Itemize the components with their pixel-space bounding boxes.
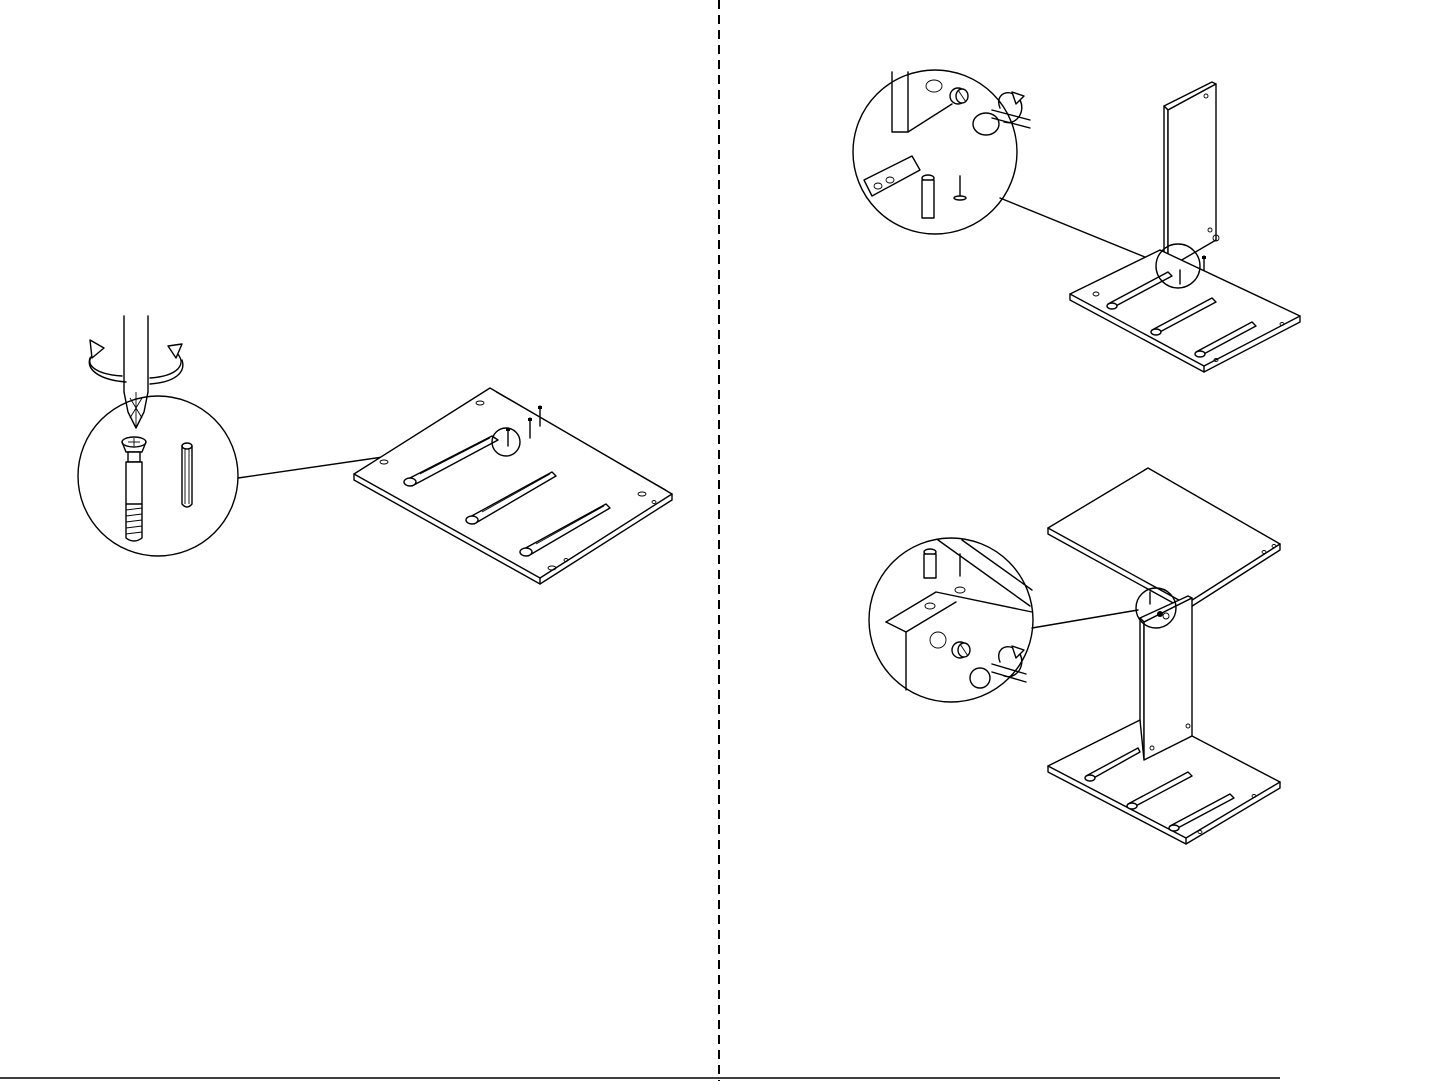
rotate-arrow-icon	[89, 340, 183, 384]
top-panel	[1048, 468, 1280, 610]
screwdriver-icon	[124, 316, 148, 428]
screw-icon	[954, 176, 966, 200]
bottom-panel	[354, 388, 672, 584]
step-attach-top-panel	[869, 468, 1280, 844]
side-panel-upright	[1140, 596, 1192, 762]
cam-bolt-icon	[122, 437, 146, 541]
detail-magnifier-circle	[853, 70, 1017, 234]
step-insert-cam-bolts	[78, 316, 672, 584]
cam-lock-icon	[930, 632, 990, 688]
detail-magnifier-circle	[78, 396, 238, 556]
cam-bolt-icon	[924, 549, 960, 578]
cam-bolt-icon	[922, 175, 934, 218]
detail-leader-line	[1000, 198, 1162, 264]
side-panel-upright	[1164, 82, 1219, 268]
cam-lock-icon	[950, 88, 999, 135]
bottom-panel	[1070, 250, 1300, 372]
wooden-dowel-icon	[182, 443, 192, 507]
detail-leader-line	[1032, 610, 1138, 628]
step-attach-side-panel	[853, 70, 1300, 372]
runner-end-detail	[864, 156, 920, 196]
panel-edge-detail	[892, 72, 952, 132]
